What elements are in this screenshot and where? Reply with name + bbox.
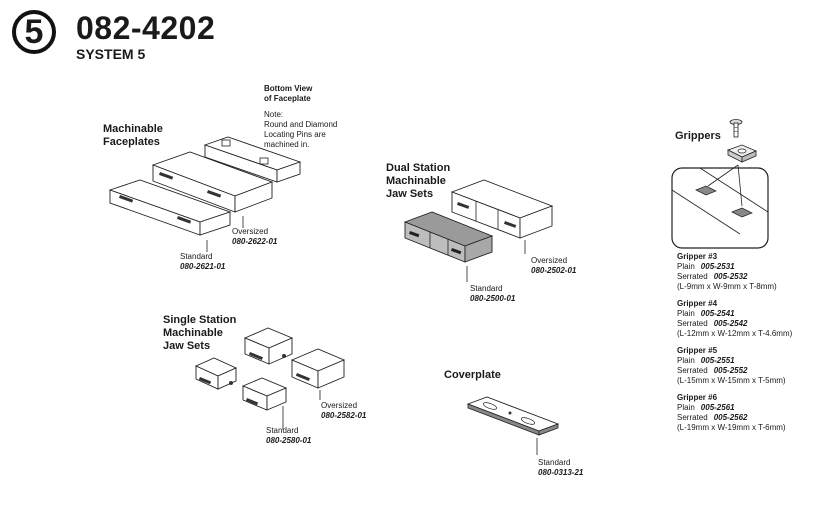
gripper-insert-drawing [726, 144, 758, 163]
bottom-view-label: Bottom View of Faceplate [264, 84, 313, 103]
gripper-installed-detail [671, 164, 769, 249]
system-subtitle: SYSTEM 5 [76, 46, 146, 62]
dual-station-oversized-drawing [450, 179, 554, 239]
faceplate-oversized-drawing [151, 151, 274, 213]
single-station-standard-callout: Standard 080-2580-01 [266, 426, 312, 445]
coverplate-title: Coverplate [444, 369, 501, 381]
dual-station-title: Dual Station Machinable Jaw Sets [386, 162, 451, 200]
dual-station-standard-callout: Standard 080-2500-01 [470, 284, 516, 303]
gripper-screw-drawing [729, 119, 743, 138]
part-number-title: 082-4202 [76, 10, 216, 46]
faceplate-note: Note: Round and Diamond Locating Pins ar… [264, 110, 338, 149]
single-station-jaws-drawing [194, 327, 346, 411]
single-station-title: Single Station Machinable Jaw Sets [163, 314, 237, 352]
faceplates-title: Machinable Faceplates [103, 123, 163, 148]
faceplate-bottom-view-drawing [203, 136, 302, 183]
section-number: 5 [24, 13, 44, 51]
grippers-title: Grippers [675, 130, 721, 142]
dual-station-standard-drawing [403, 211, 494, 263]
faceplate-oversized-callout: Oversized 080-2622-01 [232, 227, 278, 246]
faceplate-standard-drawing [108, 179, 232, 236]
coverplate-standard-callout: Standard 080-0313-21 [538, 458, 584, 477]
section-number-badge: 5 [12, 10, 56, 54]
dual-station-oversized-callout: Oversized 080-2502-01 [531, 256, 577, 275]
faceplate-standard-callout: Standard 080-2621-01 [180, 252, 226, 271]
single-station-oversized-callout: Oversized 080-2582-01 [321, 401, 367, 420]
coverplate-drawing [466, 396, 560, 436]
